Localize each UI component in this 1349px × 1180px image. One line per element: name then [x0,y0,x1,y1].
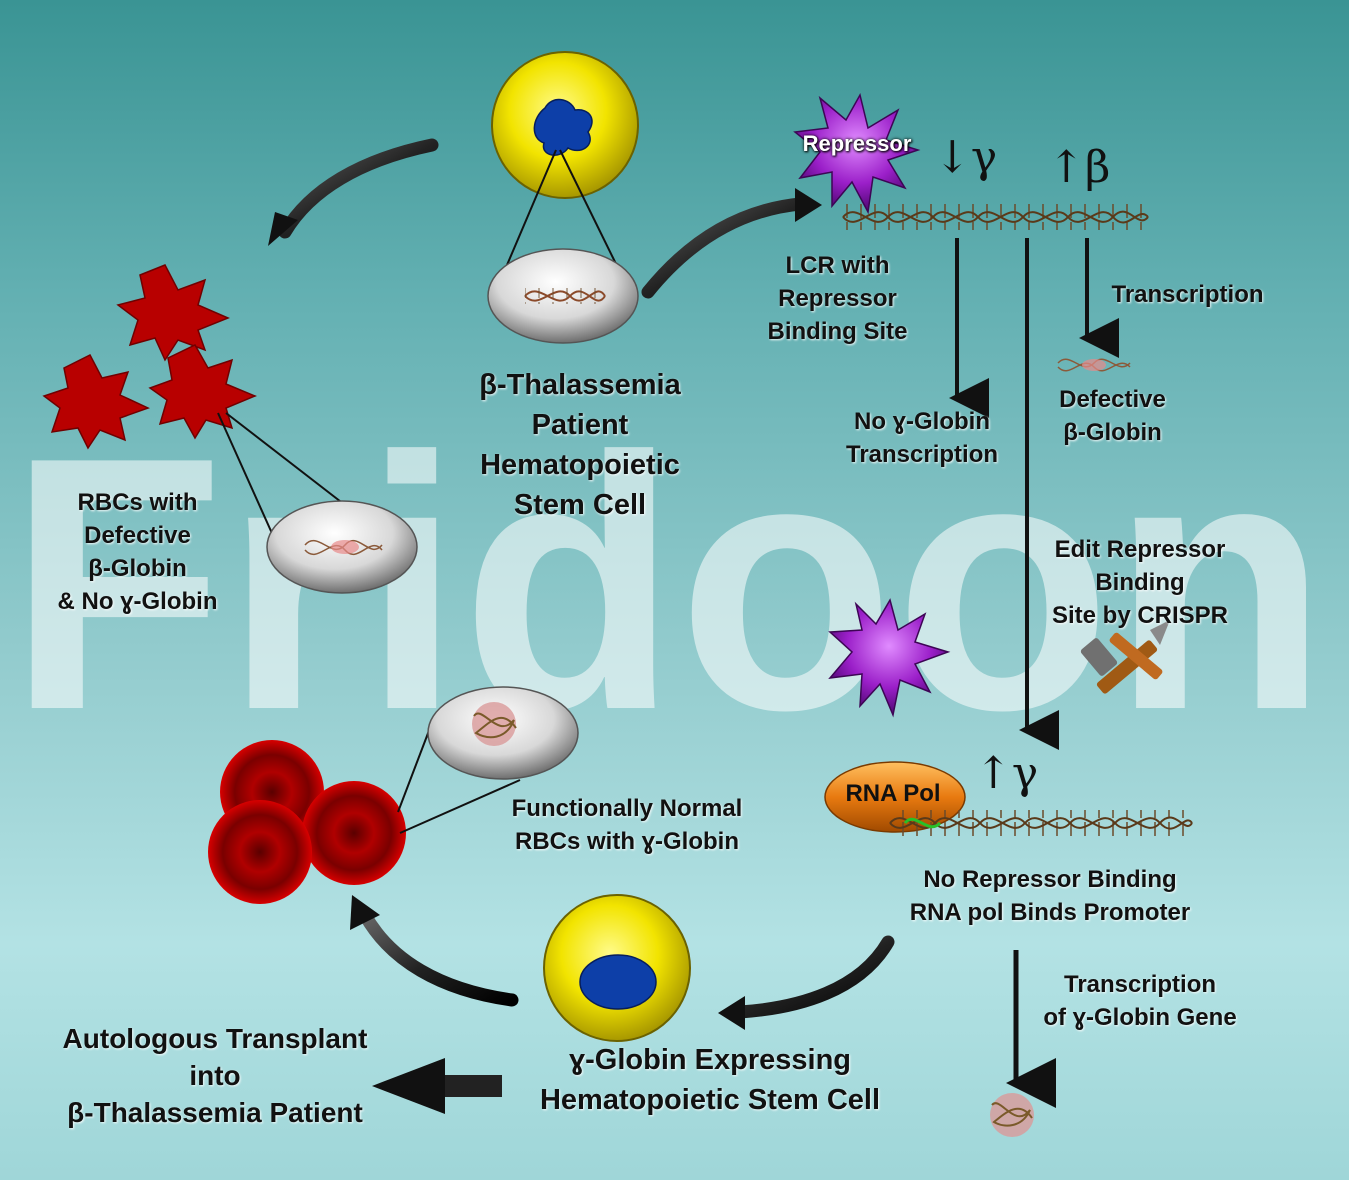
arrowhead-to-normal-rbcs [350,895,380,930]
gamma-down-label: ↓γ [934,132,998,183]
normal-globin-protein-icon [472,702,517,746]
repressor-star [793,92,921,215]
rna-pol-label: RNA Pol [845,780,941,807]
arrowhead-to-lcr [795,188,822,222]
dna-helix-rungs [525,288,605,304]
defective-rbc [42,353,150,450]
defective-beta-globin-icon [1057,358,1131,372]
normal-rbc-cluster [208,740,406,904]
autologous-label: Autologous Transplant into β-Thalassemia… [62,1023,368,1128]
crispr-tools-icon [1080,620,1170,694]
transcription-label: Transcription [1111,281,1264,308]
curved-arrow-to-rbcs [278,138,439,239]
rbc-defective-label: RBCs with Defective β-Globin & No ɣ-Glob… [57,489,218,615]
beta-up-label: ↑β [1048,142,1111,193]
repressor-label: Repressor [802,131,912,156]
gamma-cell-label: ɣ-Globin Expressing Hematopoietic Stem C… [539,1044,881,1116]
gamma-globin-protein-icon [990,1093,1034,1137]
defective-rbc [116,264,230,362]
curved-arrow-to-gamma-cell [733,935,895,1019]
unbound-repressor-star [828,598,951,718]
no-repressor-label: No Repressor Binding RNA pol Binds Promo… [909,866,1191,926]
gamma-up-label: ↑γ [975,748,1039,799]
arrowhead-to-gamma-cell [718,996,745,1030]
no-gamma-transcription-label: No ɣ-Globin Transcription [845,408,999,468]
connector-line [397,727,431,813]
edit-site-label: Edit Repressor Binding Site by CRISPR [1051,536,1229,629]
connector-line [399,779,521,834]
curved-arrow-to-normal-rbcs [358,908,519,1007]
defective-globin-protein-icon [304,539,383,556]
gamma-nucleus-oval [579,954,657,1010]
watermark-text: Fridoon [8,383,1328,785]
connector-line [559,149,619,269]
lcr-dna-strand [842,204,1149,230]
promoter-dna-strand [889,810,1193,836]
normal-rbc [302,781,406,885]
connector-line [506,149,557,266]
curved-arrow-to-lcr [641,197,807,299]
patient-cell-label: β-Thalassemia Patient Hematopoietic Stem… [479,369,681,521]
arrow-to-transplant-shaft [440,1075,502,1097]
connector-line [225,412,346,506]
normal-rbc [208,800,312,904]
arrowhead-to-transplant [372,1058,445,1114]
transcription-gamma-label: Transcription of ɣ-Globin Gene [1043,971,1237,1031]
defective-rbc-cluster [42,264,257,450]
defective-beta-label: Defective β-Globin [1059,386,1166,446]
patient-nucleus-irregular [533,98,593,156]
arrowhead-to-rbcs [268,212,298,246]
connector-line [217,412,276,541]
lcr-label: LCR with Repressor Binding Site [767,252,908,345]
defective-rbc [148,344,257,440]
functional-rbc-label: Functionally Normal RBCs with ɣ-Globin [511,795,743,855]
